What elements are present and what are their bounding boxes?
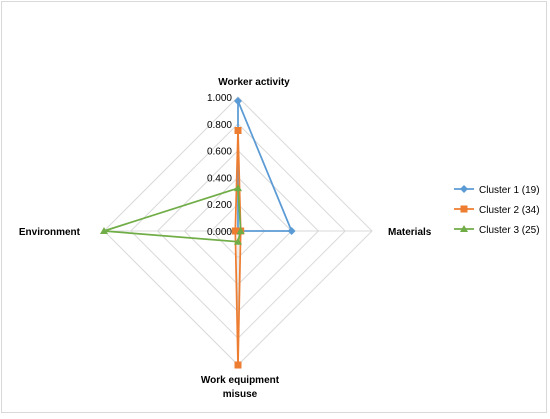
data-point bbox=[234, 184, 242, 192]
data-point bbox=[234, 127, 242, 134]
data-point bbox=[231, 227, 239, 235]
tick-label: 0.200 bbox=[207, 200, 232, 211]
axis-label: Materials bbox=[388, 227, 432, 238]
data-point bbox=[234, 237, 242, 245]
chart-frame: 0.000 0.200 0.400 0.600 0.800 1.000 Worker ac… bbox=[1, 1, 547, 413]
data-point bbox=[234, 361, 242, 369]
tick-label: 0.400 bbox=[207, 173, 232, 184]
series-group bbox=[234, 97, 296, 235]
data-point bbox=[100, 227, 108, 234]
legend-label: Cluster 2 (34) bbox=[479, 205, 540, 216]
legend-label: Cluster 1 (19) bbox=[479, 185, 540, 196]
data-point bbox=[234, 97, 242, 106]
legend-item: Cluster 1 (19) bbox=[454, 185, 540, 196]
tick-label: 1.000 bbox=[207, 93, 232, 104]
axis-label: Environment bbox=[19, 227, 81, 238]
series-group bbox=[100, 184, 245, 245]
radar-chart: 0.000 0.200 0.400 0.600 0.800 1.000 Worker ac… bbox=[19, 77, 540, 400]
tick-label: 0.000 bbox=[207, 227, 232, 238]
data-point bbox=[236, 227, 245, 234]
tick-label: 0.600 bbox=[207, 147, 232, 158]
legend-item: Cluster 3 (25) bbox=[454, 225, 540, 236]
data-point bbox=[460, 185, 468, 193]
axis-label: Worker activity bbox=[218, 77, 290, 88]
legend-item: Cluster 2 (34) bbox=[454, 205, 540, 216]
series-plot-area bbox=[100, 97, 296, 369]
series-line bbox=[237, 100, 293, 232]
tick-label: 0.800 bbox=[207, 120, 232, 131]
radial-tick-labels: 0.000 0.200 0.400 0.600 0.800 1.000 bbox=[207, 93, 232, 238]
data-point bbox=[460, 225, 468, 232]
legend-label: Cluster 3 (25) bbox=[479, 225, 540, 236]
data-point bbox=[460, 205, 468, 213]
data-point bbox=[287, 227, 296, 235]
legend: Cluster 1 (19) Cluster 2 (34) Cluster 3 (2… bbox=[454, 185, 540, 236]
